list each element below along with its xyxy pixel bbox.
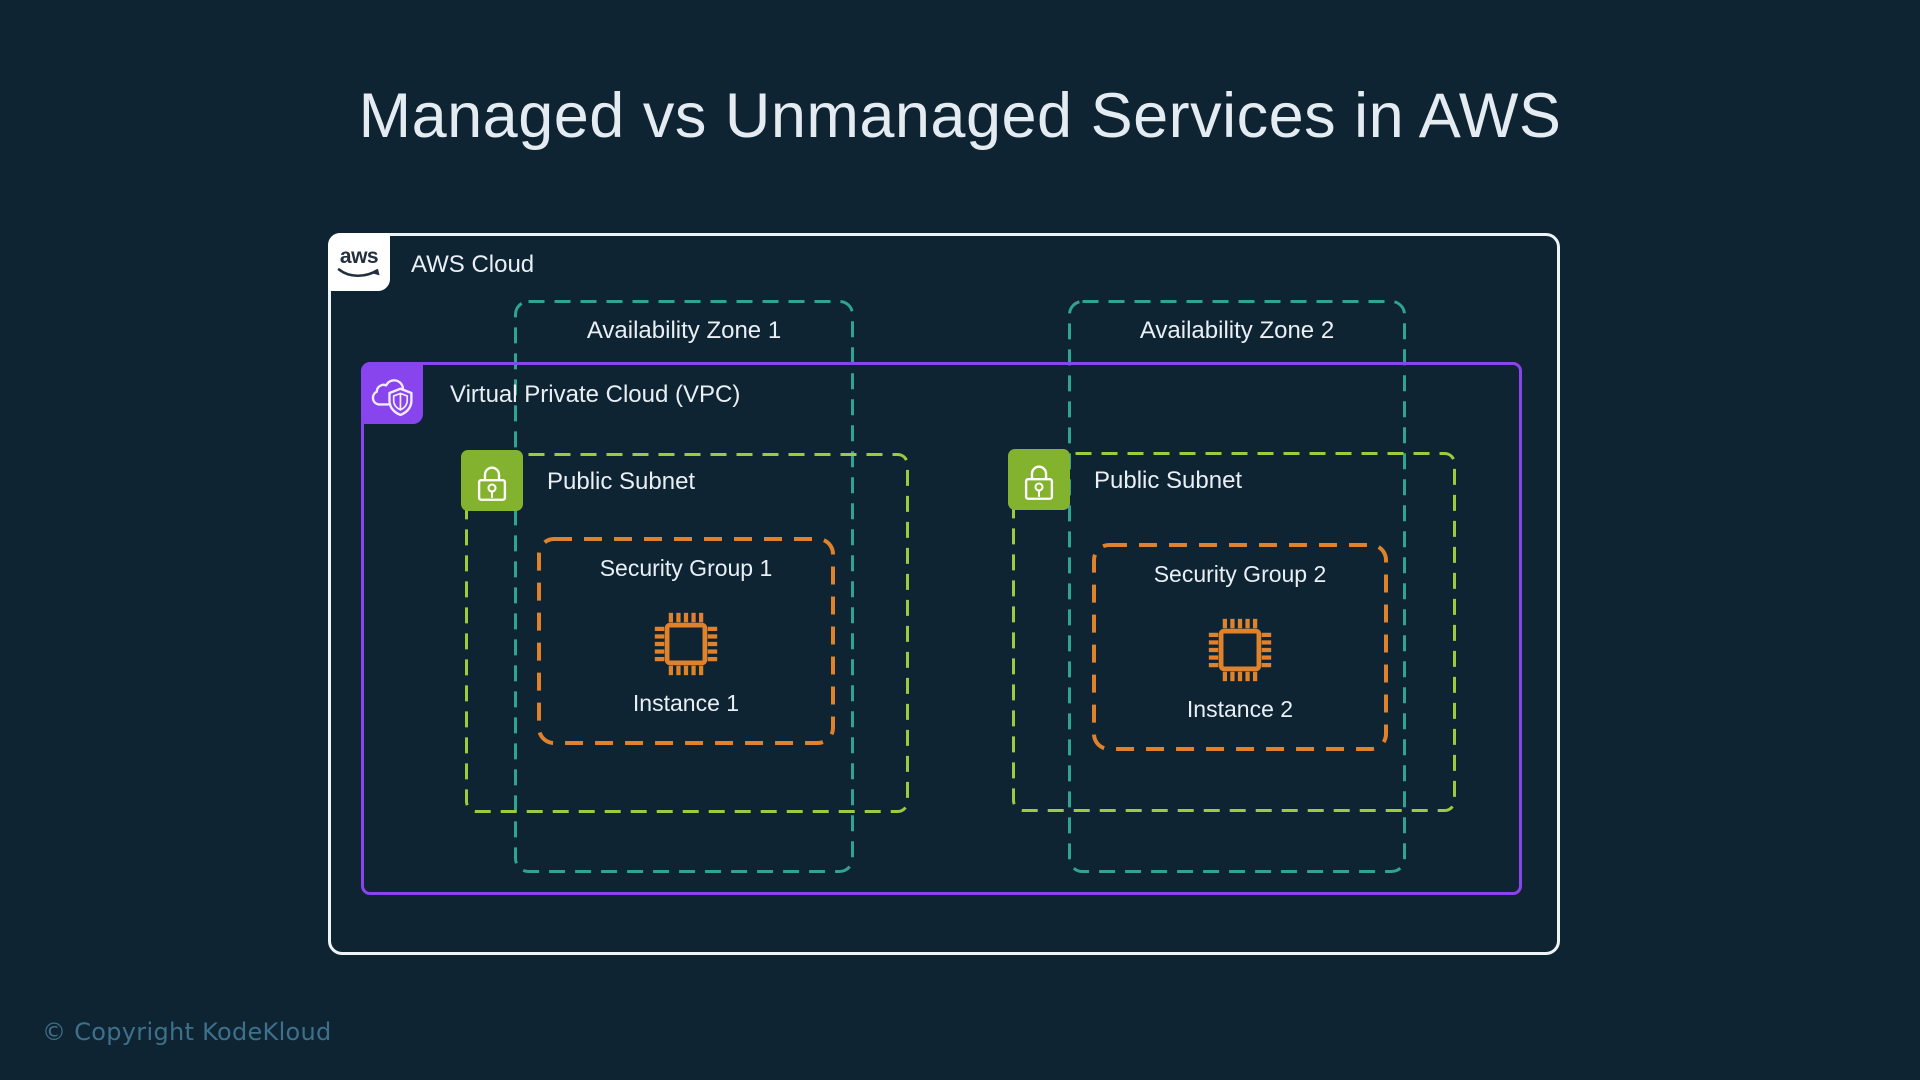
public-subnet-1: Public Subnet [461,450,909,813]
vpc-label: Virtual Private Cloud (VPC) [450,381,741,408]
vpc-icon [361,362,423,424]
vpc-cloud-shield-icon [371,379,413,417]
aws-cloud-container: aws AWS Cloud [328,233,1560,955]
instance2-chip-icon [1208,618,1272,682]
sg2-dashed-border [1092,543,1388,751]
availability-zone-2: Availability Zone 2 [1068,300,1406,873]
az1-dashed-border [514,300,854,873]
vpc-container: Virtual Private Cloud (VPC) [361,362,1522,895]
lock-icon [477,466,507,501]
subnet2-dashed-border [1012,452,1456,812]
aws-logo-icon: aws [328,233,390,291]
aws-smile-icon [337,268,380,278]
subnet1-dashed-border [465,453,909,813]
security-group-2: Security Group 2 Instance 2 [1092,543,1388,751]
copyright-text: © Copyright KodeKloud [42,1018,332,1046]
sg1-label: Security Group 1 [599,555,773,581]
aws-cloud-label: AWS Cloud [411,251,535,278]
availability-zone-1: Availability Zone 1 [514,300,854,873]
sg2-label: Security Group 2 [1153,561,1327,587]
az2-dashed-border [1068,300,1406,873]
az1-label: Availability Zone 1 [586,317,782,344]
subnet1-lock-icon [461,450,523,511]
instance2-label: Instance 2 [1186,696,1294,722]
instance1-label: Instance 1 [632,690,740,716]
sg1-dashed-border [537,537,835,745]
page-title: Managed vs Unmanaged Services in AWS [358,81,1562,151]
subnet2-label: Public Subnet [1094,467,1243,494]
az2-label: Availability Zone 2 [1139,317,1335,344]
lock-icon [1024,465,1054,500]
subnet1-label: Public Subnet [547,468,696,495]
aws-logo-text: aws [339,245,379,268]
subnet2-lock-icon [1008,449,1070,510]
security-group-1: Security Group 1 Instance 1 [537,537,835,745]
public-subnet-2: Public Subnet [1008,449,1456,812]
instance1-chip-icon [654,612,718,676]
